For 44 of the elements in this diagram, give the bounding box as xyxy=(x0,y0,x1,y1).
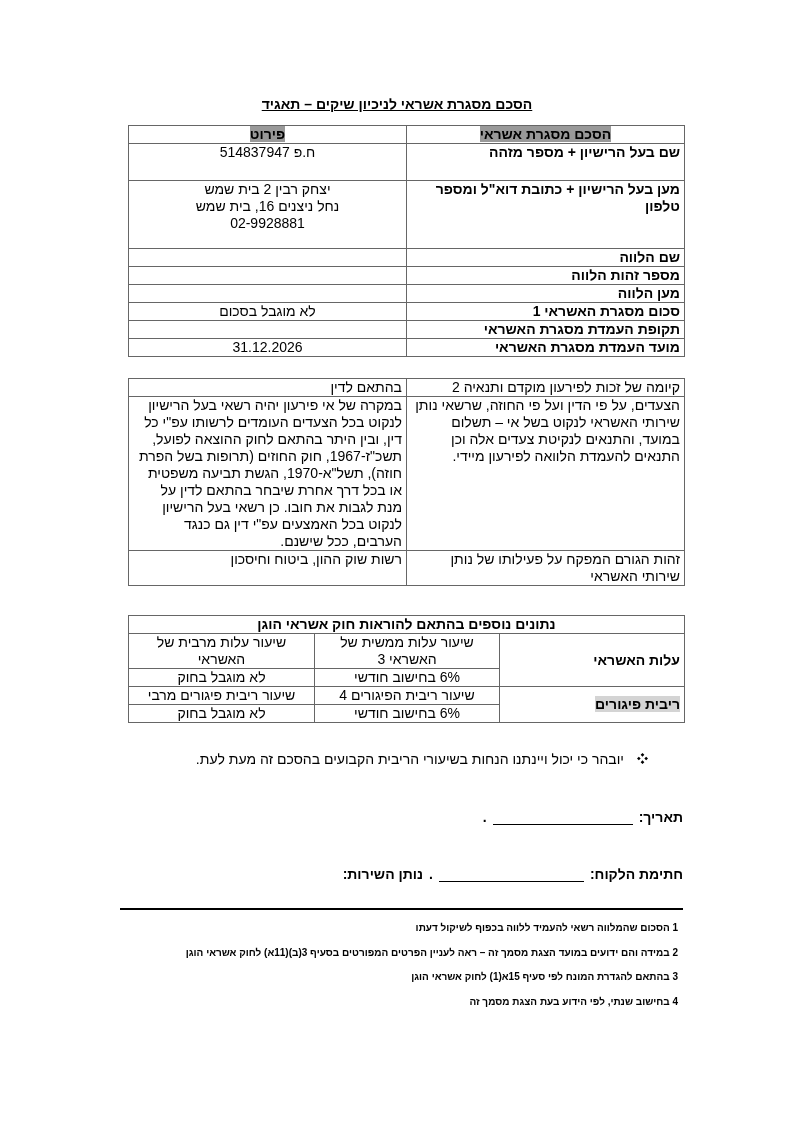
document-title: הסכם מסגרת אשראי לניכיון שיקים – תאגיד xyxy=(260,96,534,112)
field-value: לא מוגבל בסכום xyxy=(128,302,407,321)
field-label: שם בעל הרישיון + מספר מזהה xyxy=(406,143,685,181)
field-label: מען הלווה xyxy=(406,284,685,303)
field-label: זהות הגורם המפקח על פעילותו של נותן שירותי האשראי xyxy=(406,550,685,586)
field-label: מועד העמדת מסגרת האשראי xyxy=(406,338,685,357)
column-header: שיעור ריבית הפיגורים 4 xyxy=(314,686,500,705)
footnote-text: 3 בהתאם להגדרת המונח לפי סעיף 15א(1) לחוק אשראי הוגן xyxy=(411,971,678,982)
field-label: הצעדים, על פי הדין ועל פי החוזה, שרשאי נותן שירותי האשראי לנקוט בשל אי – תשלום במועד, והתנאים לנקיטת צעדים אלה וכן התנאים להעמדת הלוואה לפירעון מיידי. xyxy=(406,396,685,551)
punctuation-text: . xyxy=(482,809,487,825)
field-value: בהתאם לדין xyxy=(128,378,407,397)
field-value: 31.12.2026 xyxy=(128,338,407,357)
field-label: חתימת הלקוח: xyxy=(589,866,683,882)
field-label: סכום מסגרת האשראי 1 xyxy=(406,302,685,321)
field-value: יצחק רבין 2 בית שמש xyxy=(203,181,332,198)
punctuation-text: . xyxy=(429,866,433,882)
column-header: הסכם מסגרת אשראי xyxy=(479,126,612,142)
footnote-text: 2 במידה והם ידועים במועד הצגת מסמך זה – ראה לעניין הפרטים המפורטים בסעיף 3(ב)(11א) לחוק אשראי הוגן xyxy=(185,946,678,958)
field-value: במקרה של אי פירעון יהיה רשאי בעל הרישיון לנקוט בכל הצעדים העומדים לרשותו עפ"י כל דין, ובין היתר בהתאם לחוק ההוצאה לפועל, תשכ"ז-1967, חוק החוזים (תרופות בשל הפרת חוזה), תשל"א-1970, הגשת תביעה משפטית או בכל דרך אחרת שיבחר בהתאם לדין על מנת לגבות את חובו. כן רשאי בעל הרישיון לנקוט בכל האמצעים עפ"י דין גם כנגד הערבים, ככל שישנם. xyxy=(128,396,407,551)
row-heading: ריבית פיגורים xyxy=(595,696,680,712)
column-header: שיעור עלות ממשית של האשראי 3 xyxy=(314,633,500,669)
field-label: מספר זהות הלווה xyxy=(406,266,685,285)
field-label: מען בעל הרישיון + כתובת דוא"ל ומספר טלפון xyxy=(406,180,685,249)
rate-value: 6% בחישוב חודשי xyxy=(314,704,500,723)
field-label: תאריך: xyxy=(638,809,683,825)
field-label: נותן השירות: xyxy=(342,866,424,882)
column-header: שיעור עלות מרבית של האשראי xyxy=(128,633,315,669)
table-heading: נתונים נוספים בהתאם להוראות חוק אשראי הוגן xyxy=(128,615,685,634)
field-value: ח.פ 514837947 xyxy=(128,143,407,181)
field-value: רשות שוק ההון, ביטוח וחיסכון xyxy=(128,550,407,586)
field-label: תקופת העמדת מסגרת האשראי xyxy=(406,320,685,339)
field-value: נחל ניצנים 16, בית שמש xyxy=(194,198,341,215)
column-header: שיעור ריבית פיגורים מרבי xyxy=(128,686,315,705)
note-text: יובהר כי יכול ויינתנו הנחות בשיעורי הריבית הקבועים בהסכם זה מעת לעת. xyxy=(195,751,624,767)
field-value: 02-9928881 xyxy=(229,215,306,232)
field-label: קיומה של זכות לפירעון מוקדם ותנאיה 2 xyxy=(406,378,685,397)
rate-value: 6% בחישוב חודשי xyxy=(314,668,500,687)
field-label: שם הלווה xyxy=(406,248,685,267)
row-heading: עלות האשראי xyxy=(499,633,685,687)
footnote-text: 4 בחישוב שנתי, לפי הידוע בעת הצגת מסמך זה xyxy=(469,995,678,1007)
rate-value: לא מוגבל בחוק xyxy=(128,668,315,687)
footnote-text: 1 הסכום שהמלווה רשאי להעמיד ללווה בכפוף לשיקול דעתו xyxy=(415,922,678,933)
column-header: פירוט xyxy=(249,126,286,142)
rate-value: לא מוגבל בחוק xyxy=(128,704,315,723)
